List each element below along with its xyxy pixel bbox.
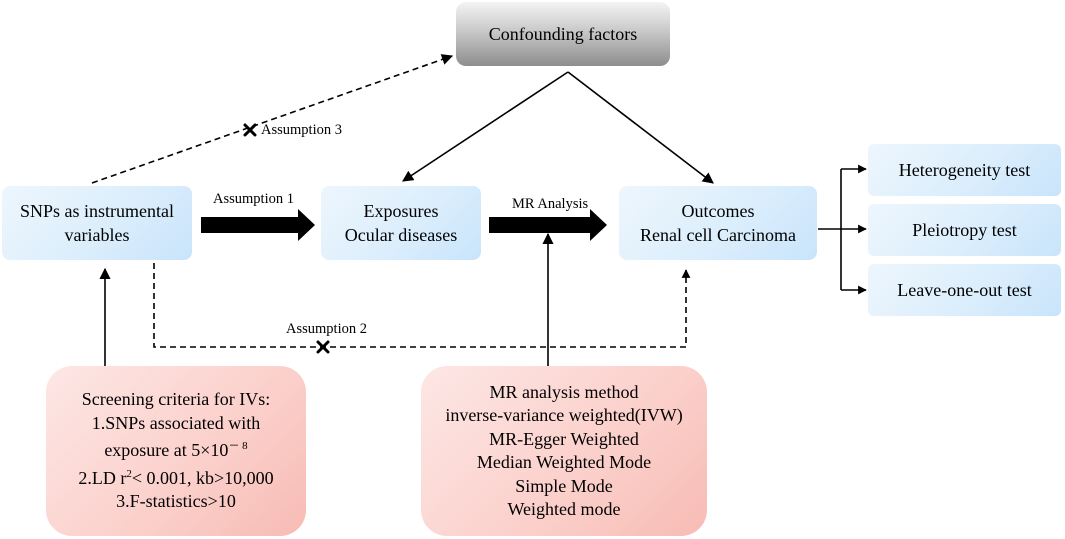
assumption2-cross-icon — [316, 340, 330, 354]
exposures-line-1: Exposures — [363, 201, 439, 221]
assumption1-thick-arrow — [201, 209, 315, 241]
screening-line-4: 3.F-statistics>10 — [116, 491, 236, 512]
heterogeneity-test-label: Heterogeneity test — [898, 160, 1031, 180]
snps-box: SNPs as instrumental variables — [2, 186, 192, 260]
assumption3-dashed-arrow — [91, 54, 454, 184]
confounding-factors-label: Confounding factors — [488, 23, 638, 44]
assumption3-cross-icon — [243, 123, 257, 137]
exposures-box: Exposures Ocular diseases — [321, 186, 481, 260]
outcomes-line-2: Renal cell Carcinoma — [640, 225, 796, 245]
snps-line-2: variables — [64, 225, 130, 245]
methods-line-5: Simple Mode — [515, 475, 613, 496]
methods-line-4: Median Weighted Mode — [476, 452, 652, 472]
pleiotropy-test-label: Pleiotropy test — [912, 220, 1017, 240]
assumption-2-label: Assumption 2 — [286, 321, 367, 337]
screening-line-2: exposure at 5×10－ 8 — [104, 440, 248, 461]
methods-line-2: inverse-variance weighted(IVW) — [445, 405, 683, 425]
mr-methods-box: MR analysis method inverse-variance weig… — [421, 366, 707, 536]
confounding-factors-box: Confounding factors — [456, 2, 670, 66]
screening-title: Screening criteria for IVs: — [81, 389, 271, 410]
leave-one-out-test-label: Leave-one-out test — [897, 280, 1032, 300]
assumption-3-label: Assumption 3 — [261, 122, 342, 138]
confounding-to-outcomes-arrow — [567, 71, 714, 184]
methods-line-6: Weighted mode — [507, 499, 621, 519]
methods-line-3: MR-Egger Weighted — [489, 428, 639, 449]
mr-analysis-label: MR Analysis — [512, 196, 589, 212]
heterogeneity-test-box: Heterogeneity test — [868, 144, 1061, 196]
snps-line-1: SNPs as instrumental — [19, 201, 174, 221]
screening-criteria-box: Screening criteria for IVs: 1.SNPs assoc… — [46, 366, 306, 536]
screening-line-3: 2.LD r2< 0.001, kb>10,000 — [78, 467, 274, 488]
exposures-line-2: Ocular diseases — [344, 225, 458, 245]
outcomes-line-1: Outcomes — [681, 201, 755, 221]
mr-analysis-thick-arrow — [489, 209, 607, 241]
confounding-to-exposures-arrow — [402, 71, 569, 182]
outcomes-box: Outcomes Renal cell Carcinoma — [619, 186, 817, 260]
methods-line-1: MR analysis method — [489, 381, 639, 402]
assumption-1-label: Assumption 1 — [213, 191, 294, 207]
leave-one-out-test-box: Leave-one-out test — [868, 264, 1061, 316]
screening-line-1: 1.SNPs associated with — [91, 412, 261, 433]
assumption2-dashed-path — [153, 263, 691, 348]
pleiotropy-test-box: Pleiotropy test — [868, 204, 1061, 256]
